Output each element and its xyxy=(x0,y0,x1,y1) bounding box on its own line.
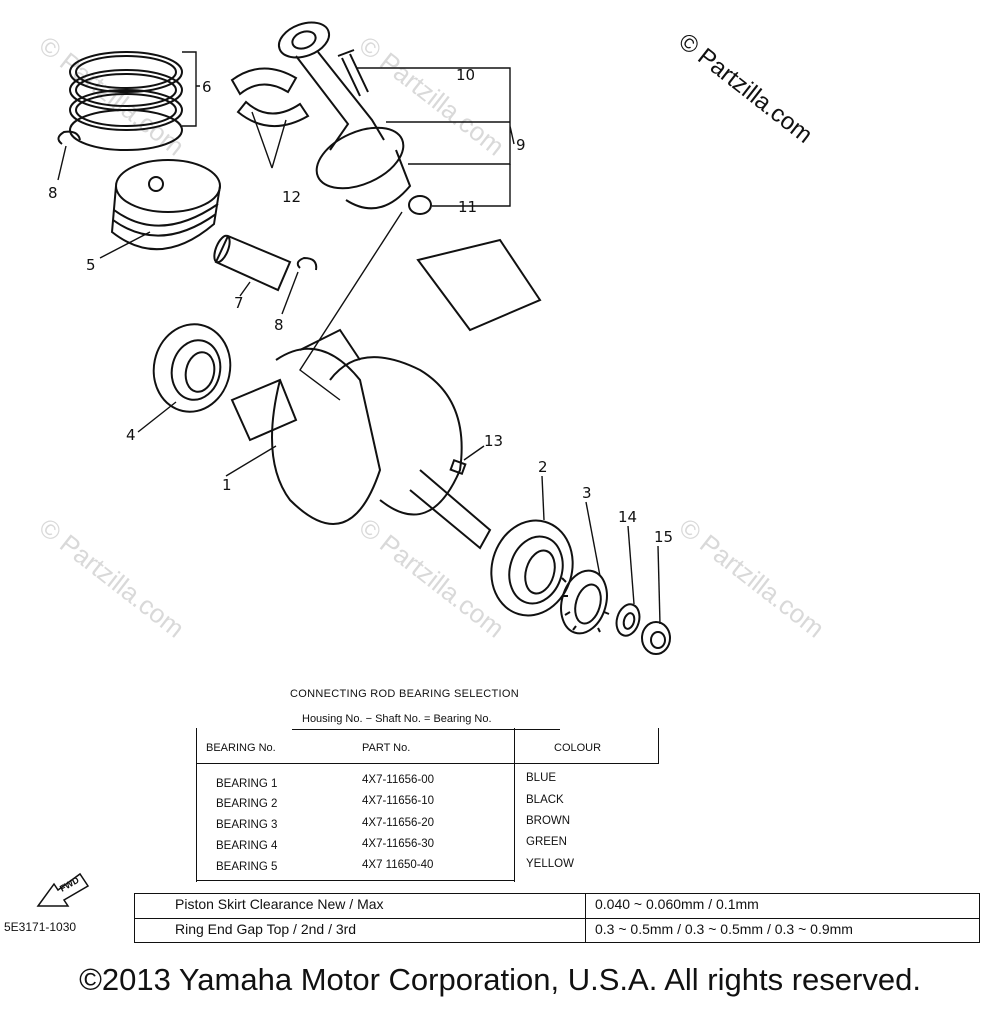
rod-nut xyxy=(408,195,432,215)
column-header-bearing: BEARING No. xyxy=(206,742,276,754)
piston-rings xyxy=(69,51,183,151)
callout-8: 8 xyxy=(48,184,58,202)
bearing-shell xyxy=(230,67,298,96)
table-cell-part: 4X7-11656-00 xyxy=(362,774,435,786)
callout-6: 6 xyxy=(202,78,212,96)
callout-3: 3 xyxy=(582,484,592,502)
callout-2: 2 xyxy=(538,458,548,476)
bearing-shell xyxy=(236,100,310,128)
callout-1: 1 xyxy=(222,476,232,494)
piston-pin xyxy=(213,234,292,292)
table-cell-bearing: BEARING 2 xyxy=(216,798,278,810)
spec-row: Piston Skirt Clearance New / Max 0.040 ~… xyxy=(135,894,979,916)
drive-gear xyxy=(560,569,610,635)
table-cell-colour: BROWN xyxy=(526,815,571,827)
circlip xyxy=(296,256,318,271)
connecting-rod xyxy=(277,21,412,210)
table-cell-part: 4X7 11650-40 xyxy=(362,859,434,871)
header-divider xyxy=(196,763,658,764)
main-bearing-right xyxy=(490,519,574,617)
table-border xyxy=(658,728,659,764)
callout-5: 5 xyxy=(86,256,96,274)
table-bottom-border xyxy=(196,880,514,881)
circlip xyxy=(57,130,81,145)
exploded-parts-diagram: 1 2 3 4 5 6 7 8 8 9 10 11 12 13 14 15 xyxy=(48,21,673,655)
table-cell-colour: GREEN xyxy=(526,836,567,848)
washer xyxy=(615,603,641,637)
table-cell-bearing: BEARING 5 xyxy=(216,861,278,873)
table-cell-part: 4X7-11656-20 xyxy=(362,817,435,829)
crankshaft xyxy=(230,238,542,550)
spec-value: 0.3 ~ 0.5mm / 0.3 ~ 0.5mm / 0.3 ~ 0.9mm xyxy=(595,921,853,937)
callout-9: 9 xyxy=(516,136,526,154)
callout-4: 4 xyxy=(126,426,136,444)
column-header-part: PART No. xyxy=(362,742,411,754)
table-cell-bearing: BEARING 3 xyxy=(216,819,278,831)
table-divider xyxy=(514,728,515,882)
column-header-colour: COLOUR xyxy=(554,742,602,754)
callout-7: 7 xyxy=(234,294,244,312)
table-cell-colour: YELLOW xyxy=(526,858,574,870)
table-cell-colour: BLUE xyxy=(526,772,557,784)
table-cell-bearing: BEARING 1 xyxy=(216,778,278,790)
subtitle-underline xyxy=(292,729,560,730)
table-cell-bearing: BEARING 4 xyxy=(216,840,278,852)
table-cell-part: 4X7-11656-30 xyxy=(362,838,435,850)
crank-nut xyxy=(641,621,671,655)
callout-10: 10 xyxy=(456,66,475,84)
copyright-notice: ©2013 Yamaha Motor Corporation, U.S.A. A… xyxy=(79,962,921,997)
callout-11: 11 xyxy=(458,198,477,216)
fwd-arrow-icon: FWD xyxy=(36,872,90,907)
callout-15: 15 xyxy=(654,528,673,546)
table-cell-part: 4X7-11656-10 xyxy=(362,795,435,807)
callout-13: 13 xyxy=(484,432,503,450)
table-cell-colour: BLACK xyxy=(526,794,564,806)
bearing-selection-table: BEARING No. PART No. COLOUR BEARING 1 4X… xyxy=(196,728,659,882)
callout-8: 8 xyxy=(274,316,284,334)
spec-table: Piston Skirt Clearance New / Max 0.040 ~… xyxy=(134,893,980,943)
main-bearing-left xyxy=(152,323,232,413)
spec-label: Ring End Gap Top / 2nd / 3rd xyxy=(175,921,357,937)
woodruff-key xyxy=(449,458,467,476)
piston xyxy=(110,159,221,251)
diagram-code: 5E3171-1030 xyxy=(4,920,77,934)
callout-12: 12 xyxy=(282,188,301,206)
spec-value: 0.040 ~ 0.060mm / 0.1mm xyxy=(595,896,759,912)
rod-bolt xyxy=(341,53,369,97)
spec-row: Ring End Gap Top / 2nd / 3rd 0.3 ~ 0.5mm… xyxy=(135,918,979,941)
bearing-selection-subtitle: Housing No. − Shaft No. = Bearing No. xyxy=(302,713,492,725)
table-border xyxy=(196,728,197,882)
callout-14: 14 xyxy=(618,508,637,526)
spec-label: Piston Skirt Clearance New / Max xyxy=(175,896,384,912)
bearing-selection-title: CONNECTING ROD BEARING SELECTION xyxy=(290,688,520,700)
